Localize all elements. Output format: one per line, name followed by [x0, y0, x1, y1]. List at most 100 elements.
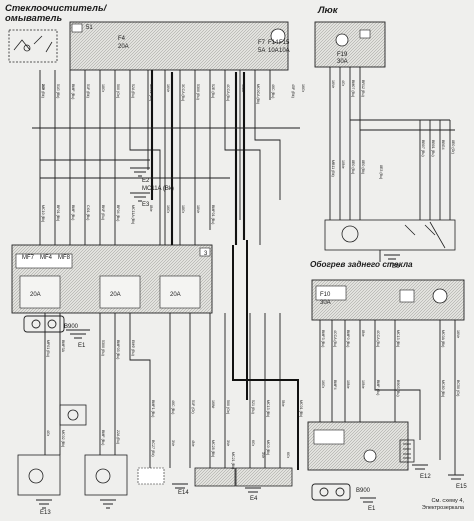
- wire-label: 3Ve: [226, 440, 230, 446]
- wire-label: 46C (Bu): [271, 84, 275, 98]
- wire-label: 52E (Bu): [211, 84, 215, 98]
- component-label-c-f14: F14: [268, 40, 279, 46]
- component-label-c-20a2: 20A: [110, 292, 121, 298]
- title-sunroof: Люк: [318, 5, 338, 16]
- component-label-c-mc11: MC11A (Bk): [142, 186, 174, 192]
- wire-label: 8E0 (Gr): [451, 140, 455, 154]
- wire-label: BC50 (Gr): [456, 380, 460, 396]
- wire-label: 500 (Gn): [226, 400, 230, 414]
- wire-label: BB01 (Bu): [431, 140, 435, 157]
- component-label-c-rd-e12: E12: [420, 474, 431, 480]
- wire-label: BMF (Bu): [71, 84, 75, 99]
- wire-label: 4Gr: [46, 430, 50, 437]
- component-label-c-b900: B900: [64, 324, 79, 330]
- wire-label: 18Gr: [101, 84, 105, 93]
- wire-label: 8Ne: [149, 205, 153, 212]
- wire-label: 18Gr: [181, 205, 185, 214]
- component-label-c-e3: E3: [142, 202, 150, 208]
- wire-label: CI01 (Bu): [86, 205, 90, 220]
- footnote: См. схему 4, Электрозеркала: [422, 498, 464, 511]
- wire-label: BM07 (Bu): [351, 80, 355, 97]
- wire-label: 3Ve: [171, 440, 175, 446]
- wire-label: MC10 (Bk): [41, 205, 45, 222]
- wire-label: 10Ne: [361, 380, 365, 389]
- title-wiper-line1: Стеклоочиститель/: [5, 3, 107, 14]
- wire-label: MC13 (Bk): [396, 330, 400, 347]
- wire-label: 521 (Bu): [251, 400, 255, 414]
- wire-label: MC01 (Bk): [149, 84, 153, 101]
- component-label-c-e2: E2: [142, 178, 150, 184]
- wire-label: 4Gr: [341, 80, 345, 87]
- wire-label: BMF (Bu): [101, 430, 105, 445]
- wire-label: MC11A (Bk): [131, 205, 135, 224]
- sunroof-switch-box: [324, 219, 456, 251]
- component-label-c-rd-e1: E1: [368, 506, 376, 512]
- wire-label: BMF3A: [61, 340, 65, 353]
- wire-label: 52A (Bu): [131, 84, 135, 98]
- wire-label: 5Ne: [281, 400, 285, 407]
- title-wiper: Стеклоочиститель/ омыватель: [5, 4, 106, 24]
- wire-label: 8E0 (Bk): [361, 160, 365, 174]
- wires-defrost: [319, 320, 456, 475]
- footnote-line2: Электрозеркала: [421, 504, 464, 511]
- wire-label: 5300 (Bu): [101, 340, 105, 356]
- rear-heater-element: [399, 439, 415, 463]
- wire-label: 8E3 (Bu): [379, 165, 383, 179]
- footnote-line1: См. схему 4,: [431, 498, 464, 504]
- wires-lower: [44, 313, 281, 468]
- wire-label: MC80 (Bk): [441, 380, 445, 397]
- wire-label: MC02 (Bk): [61, 430, 65, 447]
- component-label-c-3: 3: [204, 251, 208, 257]
- wire-label: BR12 (Bu): [361, 80, 365, 97]
- wire-label: 5300 (Bu): [196, 84, 200, 100]
- relay-block-middle: [11, 244, 213, 314]
- title-wiper-line2: омыватель: [5, 13, 63, 24]
- wire-label: BMF03 (Bu): [116, 340, 120, 359]
- wire-label: MC0CA (Bk): [256, 84, 260, 104]
- wire-label: 16Ve: [331, 80, 335, 88]
- wire-label: 22A (Bu): [116, 430, 120, 444]
- component-label-c-f7a: 5A: [258, 48, 265, 54]
- component-label-c-mf8: MF8: [58, 255, 71, 261]
- wire-label: BBG4: [441, 140, 445, 150]
- wires-cross: [32, 127, 300, 179]
- wire-label: BF01 (Bk): [56, 205, 60, 221]
- lower-motor-boxes: [17, 404, 128, 496]
- wire-label: BMF3 (Bu): [321, 330, 325, 347]
- battery-symbol: [23, 315, 351, 501]
- component-label-c-f14a: 10A: [268, 48, 279, 54]
- wire-label: MC13 (Bk): [266, 400, 270, 417]
- wire-label: 4Ne: [191, 440, 195, 447]
- component-label-c-sun-30a: 30A: [337, 59, 348, 65]
- wire-label: BMF1 (Bu): [151, 400, 155, 417]
- wire-label: BNF (Bu): [101, 205, 105, 220]
- wire-label: BMF0 (Bu): [346, 330, 350, 347]
- component-label-c-f4: F4: [118, 36, 126, 42]
- wire-label: 3CCA (Bu): [181, 84, 185, 101]
- wire-label: 6Gr: [251, 440, 255, 447]
- wire-label: BF04 (Bu): [116, 205, 120, 221]
- wire-label: 4CCA (Bu): [376, 330, 380, 347]
- wire-label: 500 (Gn): [116, 84, 120, 98]
- wire-label: MF01 (Bu): [46, 340, 50, 357]
- component-label-c-rd-b900: B900: [356, 488, 371, 494]
- wires-top: [39, 70, 281, 245]
- component-label-c-e1: E1: [78, 343, 86, 349]
- wire-label: MC0 (Bk): [266, 440, 270, 455]
- wire-label: 40Bk: [241, 84, 245, 92]
- wire-label: 10Ne: [341, 160, 345, 169]
- wire-label: MC21 (Bk): [231, 452, 235, 469]
- sunroof-module: [314, 21, 386, 68]
- wire-label: 16Ve: [456, 330, 460, 338]
- wire-label: 51F (Gr): [191, 400, 195, 414]
- wire-label: 4CCA (Bu): [333, 330, 337, 347]
- component-label-c-e13: E13: [40, 510, 51, 516]
- wire-label: 46C (Bu): [171, 400, 175, 414]
- component-label-c-mf7: MF7: [22, 255, 35, 261]
- wire-label: 16Gr: [301, 84, 305, 93]
- wiper-motor-block: [8, 29, 58, 63]
- fuse-box-top: [69, 21, 289, 71]
- ground-symbols: [36, 167, 464, 509]
